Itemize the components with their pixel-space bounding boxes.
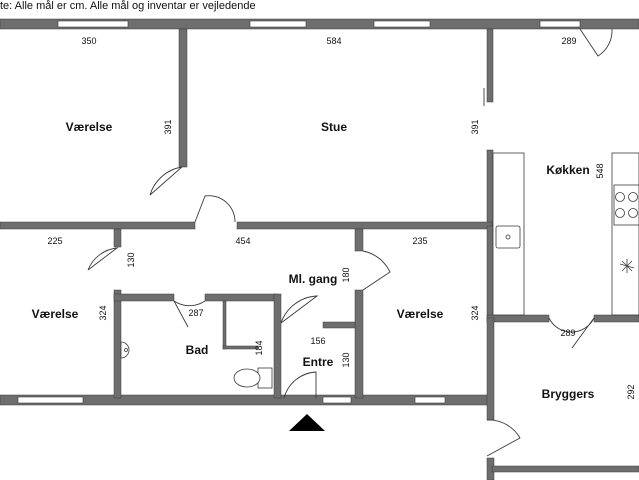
dim-label: 324	[98, 305, 108, 320]
room-label-stue: Stue	[321, 120, 347, 134]
disclaimer-note: te: Alle mål er cm. Alle mål og inventar…	[0, 0, 256, 12]
dim-label: 289	[560, 328, 575, 338]
doors	[87, 28, 613, 457]
dim-label: 225	[47, 236, 62, 246]
dim-label: 584	[326, 36, 341, 46]
dim-label: 184	[254, 340, 264, 355]
room-label-ml-gang: Ml. gang	[289, 272, 338, 286]
windows	[17, 20, 581, 404]
room-label-entre: Entre	[303, 355, 334, 369]
dim-label: 156	[310, 336, 325, 346]
dim-label: 235	[412, 236, 427, 246]
dim-label: 454	[235, 236, 250, 246]
dim-label: 391	[470, 119, 480, 134]
dim-label: 324	[470, 305, 480, 320]
dim-label: 289	[561, 36, 576, 46]
room-label-kokken: Køkken	[546, 163, 589, 177]
dim-label: 287	[188, 308, 203, 318]
room-label-vaerelse-w: Værelse	[32, 307, 79, 321]
dim-label: 350	[81, 36, 96, 46]
entrance-arrow-icon	[289, 414, 325, 431]
dim-label: 180	[341, 267, 351, 282]
dim-label: 292	[626, 384, 636, 399]
dim-label: 548	[595, 163, 605, 178]
dim-label: 130	[341, 352, 351, 367]
room-label-bryggers: Bryggers	[542, 387, 595, 401]
dim-label: 391	[163, 119, 173, 134]
bath-fixtures	[120, 341, 273, 389]
room-label-bad: Bad	[186, 343, 209, 357]
walls	[0, 18, 639, 480]
room-label-vaerelse-c: Værelse	[397, 307, 444, 321]
kitchen-counter	[492, 152, 639, 316]
room-label-vaerelse-nw: Værelse	[66, 120, 113, 134]
dim-label: 130	[126, 252, 136, 267]
